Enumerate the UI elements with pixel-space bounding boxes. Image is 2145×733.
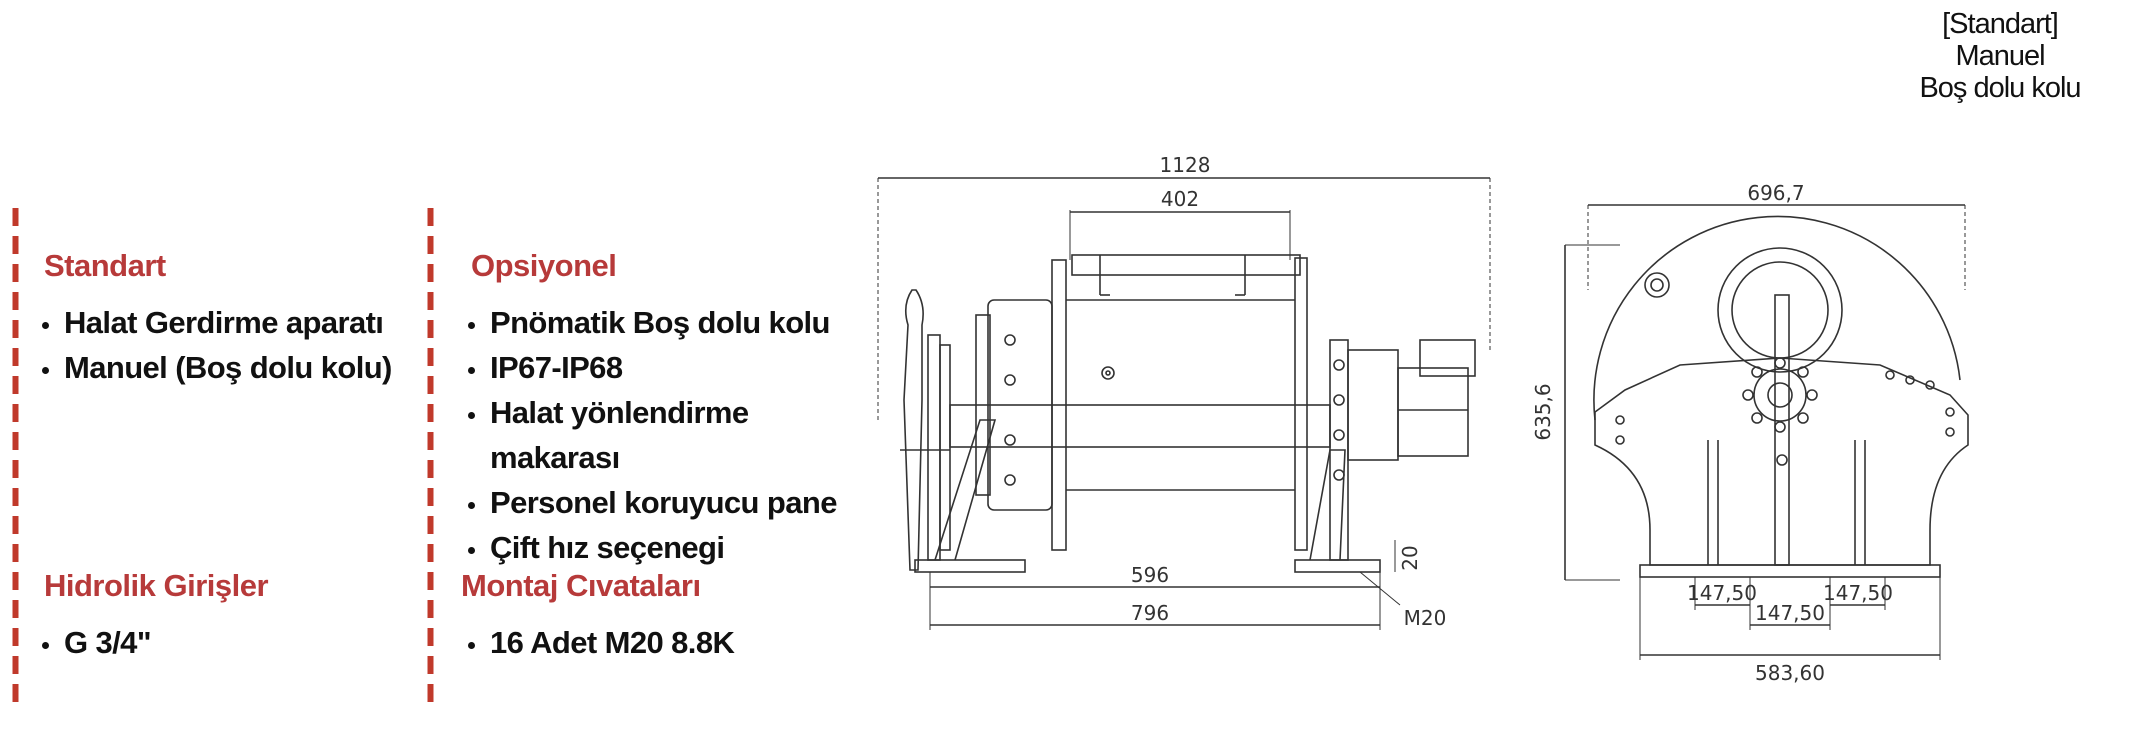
dim-base-inner: 596 xyxy=(1131,563,1169,587)
top-note-line2: Manuel xyxy=(1955,40,2045,72)
list-item: Halat yönlendirme xyxy=(462,390,837,435)
list-item: Personel koruyucu pane xyxy=(462,480,837,525)
dim-drum-width: 402 xyxy=(1161,187,1199,211)
list-item-continuation: makarası xyxy=(490,440,620,475)
dim-base-width: 583,60 xyxy=(1755,661,1825,685)
list-item: Manuel (Boş dolu kolu) xyxy=(36,345,392,390)
dim-bolt: M20 xyxy=(1404,606,1447,630)
standart-title: Standart xyxy=(44,248,166,283)
hidrolik-list: G 3/4" xyxy=(36,620,152,665)
winch-technical-drawing: 1128 402 596 796 20 M20 696,7 635,6 147,… xyxy=(877,153,1969,685)
montaj-list: 16 Adet M20 8.8K xyxy=(462,620,735,665)
standart-list: Halat Gerdirme aparatı Manuel (Boş dolu … xyxy=(36,300,392,390)
dim-overall-width: 1128 xyxy=(1160,153,1211,177)
list-item: 16 Adet M20 8.8K xyxy=(462,620,735,665)
list-item: Pnömatik Boş dolu kolu xyxy=(462,300,837,345)
top-note-line3: Boş dolu kolu xyxy=(1919,72,2081,104)
list-item: Halat Gerdirme aparatı xyxy=(36,300,392,345)
dim-hole-right: 147,50 xyxy=(1823,581,1893,605)
dim-hole-left: 147,50 xyxy=(1687,581,1757,605)
dim-base-height: 20 xyxy=(1398,545,1422,570)
dim-base-outer: 796 xyxy=(1131,601,1169,625)
dim-hole-center: 147,50 xyxy=(1755,601,1825,625)
side-view xyxy=(877,177,1491,630)
opsiyonel-list: Pnömatik Boş dolu kolu IP67-IP68 Halat y… xyxy=(462,300,837,570)
dim-front-width: 696,7 xyxy=(1747,181,1804,205)
red-dashed-divider xyxy=(12,208,19,708)
list-item: Çift hız seçenegi xyxy=(462,525,837,570)
dim-front-height: 635,6 xyxy=(1531,383,1555,440)
hidrolik-title: Hidrolik Girişler xyxy=(44,568,269,603)
red-dashed-divider xyxy=(427,208,434,708)
top-note-line1: [Standart] xyxy=(1942,8,2059,40)
list-item: G 3/4" xyxy=(36,620,152,665)
top-note: [Standart] Manuel Boş dolu kolu xyxy=(1900,8,2100,104)
montaj-title: Montaj Cıvataları xyxy=(461,568,701,603)
list-item: IP67-IP68 xyxy=(462,345,837,390)
front-view xyxy=(1564,204,1969,660)
opsiyonel-title: Opsiyonel xyxy=(471,248,617,283)
